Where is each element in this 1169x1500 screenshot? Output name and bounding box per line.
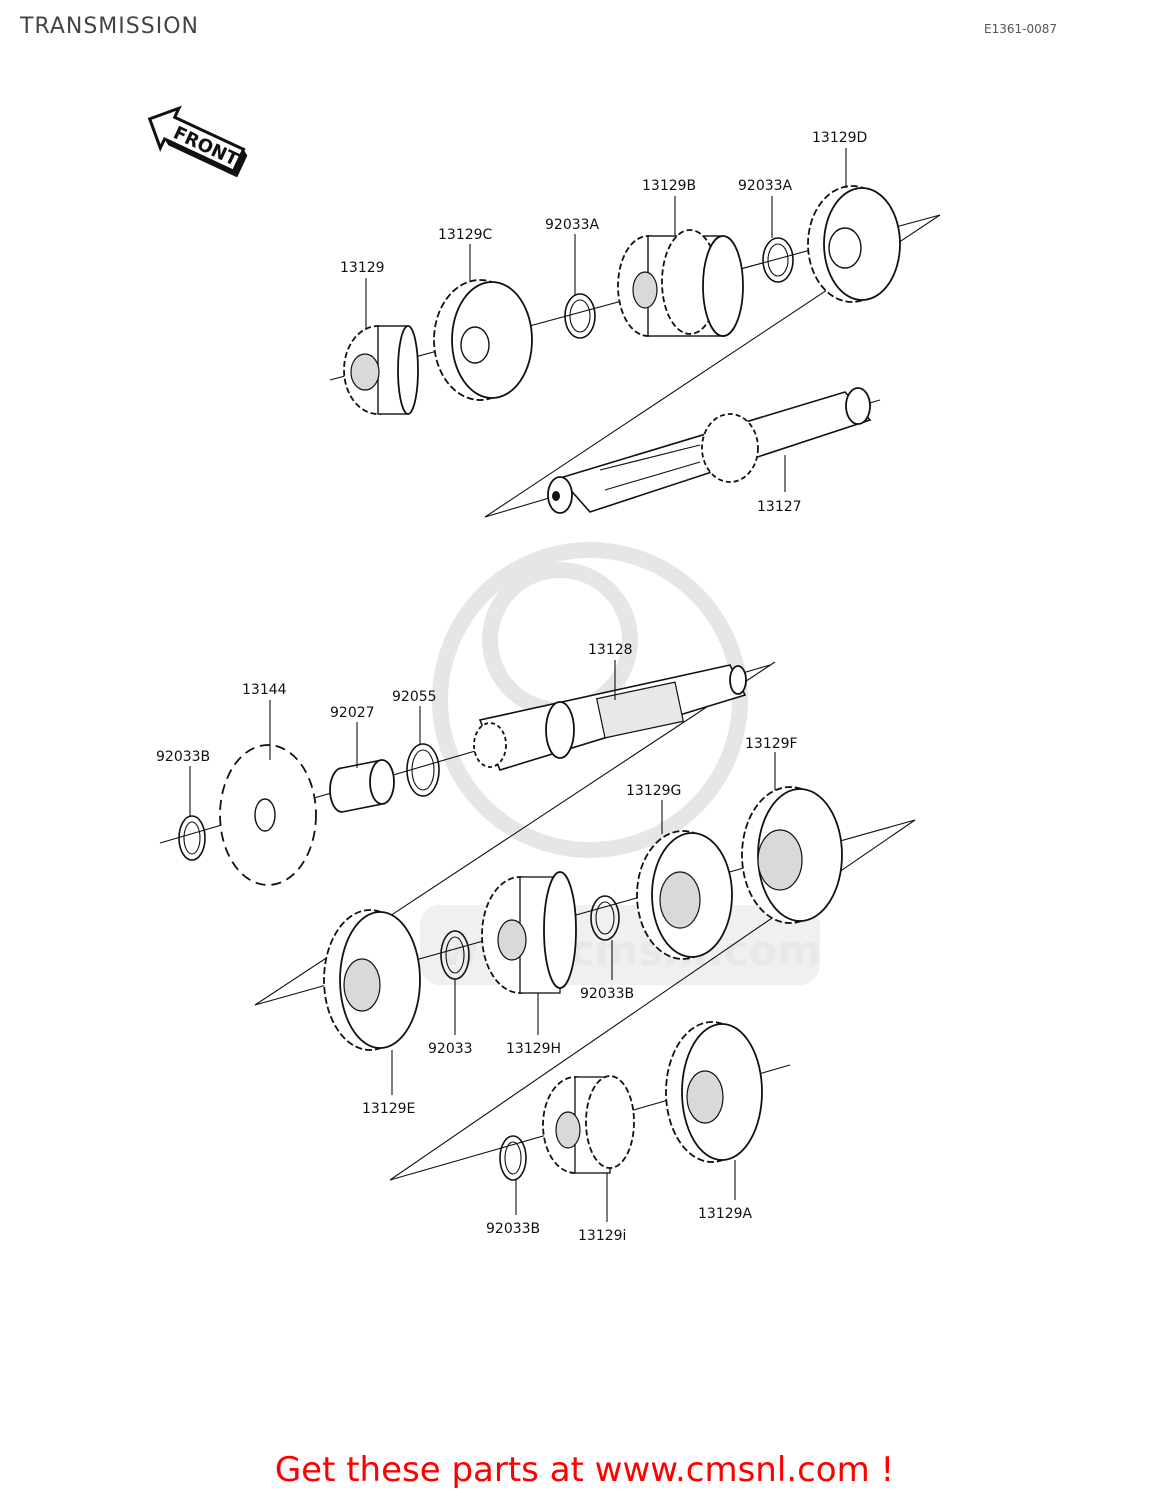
gear-13129[interactable] <box>343 325 419 415</box>
label-13144: 13144 <box>242 682 287 698</box>
circlip-92033B-2[interactable] <box>590 895 620 941</box>
label-13129: 13129 <box>340 260 385 276</box>
label-13129D: 13129D <box>812 130 867 146</box>
ring-92055[interactable] <box>406 743 440 797</box>
circlip-92033B-3[interactable] <box>499 1135 527 1181</box>
sprocket-13144[interactable] <box>219 744 317 886</box>
collar-92027[interactable] <box>329 759 395 816</box>
drawing-code: E1361-0087 <box>984 22 1057 36</box>
gear-13129H[interactable] <box>481 871 577 994</box>
label-13129E: 13129E <box>362 1101 415 1117</box>
circlip-92033B-1[interactable] <box>178 815 206 861</box>
gear-13129D[interactable] <box>807 185 901 303</box>
leader-lines <box>189 148 847 1222</box>
label-13129i: 13129i <box>578 1228 626 1244</box>
gear-13129A[interactable] <box>665 1021 763 1163</box>
label-13129B: 13129B <box>642 178 696 194</box>
front-arrow-icon: FRONT <box>147 105 248 178</box>
gear-13129G[interactable] <box>636 830 733 960</box>
gear-13129E[interactable] <box>323 909 421 1051</box>
output-shaft-13128[interactable] <box>473 664 747 771</box>
label-92033B-1: 92033B <box>156 749 210 765</box>
watermark-logo: www.cmsnl.com <box>420 542 821 985</box>
page-title: TRANSMISSION <box>20 14 199 39</box>
input-shaft-13127[interactable] <box>547 387 872 514</box>
cta-link[interactable]: Get these parts at www.cmsnl.com ! <box>274 1450 895 1490</box>
gear-13129C[interactable] <box>433 279 533 401</box>
circlip-92033A-2[interactable] <box>762 237 794 283</box>
label-13129H: 13129H <box>506 1041 561 1057</box>
label-13129C: 13129C <box>438 227 493 243</box>
label-13128: 13128 <box>588 642 633 658</box>
label-13129F: 13129F <box>745 736 798 752</box>
label-92033: 92033 <box>428 1041 473 1057</box>
label-92033B-2: 92033B <box>580 986 634 1002</box>
gear-13129F[interactable] <box>741 786 843 924</box>
label-92033B-3: 92033B <box>486 1221 540 1237</box>
label-92055: 92055 <box>392 689 437 705</box>
gear-13129i[interactable] <box>542 1075 635 1174</box>
label-13129A: 13129A <box>698 1206 753 1222</box>
label-92033A-2: 92033A <box>738 178 793 194</box>
transmission-exploded-diagram: www.cmsnl.com FRONT <box>147 105 941 1244</box>
gear-13129B[interactable] <box>617 229 744 337</box>
circlip-92033A-1[interactable] <box>564 293 596 339</box>
label-92027: 92027 <box>330 705 375 721</box>
label-13129G: 13129G <box>626 783 681 799</box>
label-13127: 13127 <box>757 499 802 515</box>
label-92033A-1: 92033A <box>545 217 600 233</box>
